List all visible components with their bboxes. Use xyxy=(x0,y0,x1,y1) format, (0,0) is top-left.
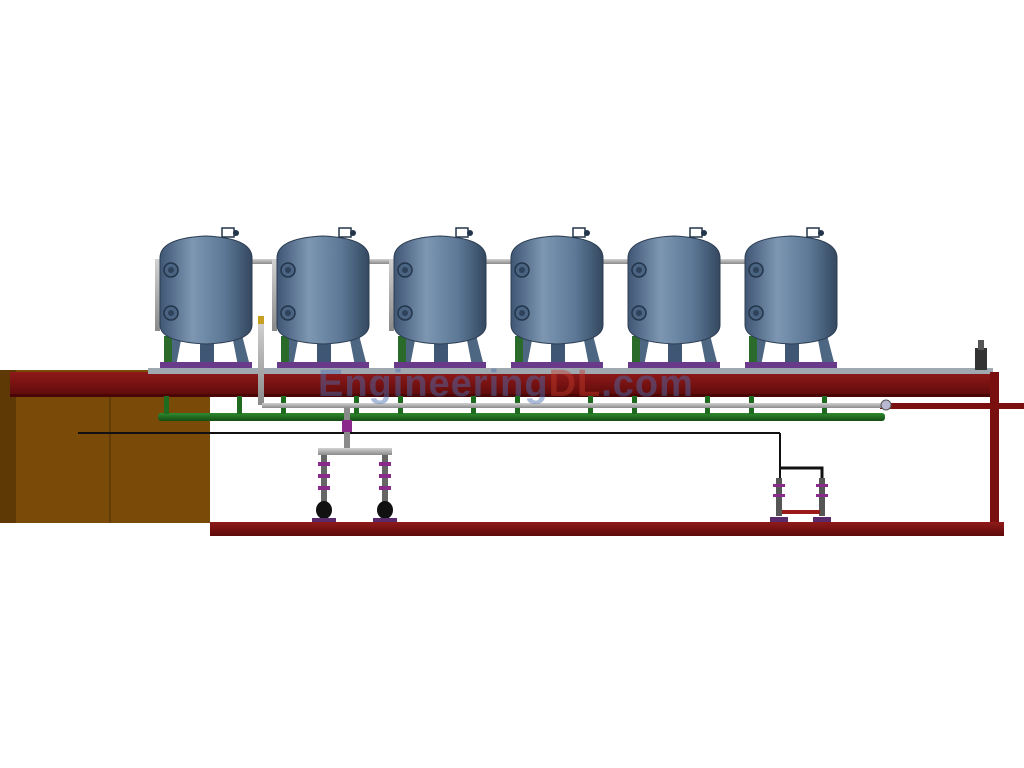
right-support-post xyxy=(880,340,1024,532)
lower-steel-beam xyxy=(210,522,1004,536)
svg-text:EngineeringDL.com: EngineeringDL.com xyxy=(318,363,694,405)
watermark-part-2: DL xyxy=(549,363,602,405)
filter-tank-6 xyxy=(744,227,838,369)
watermark-part-3: .com xyxy=(601,363,694,405)
upper-steel-beam xyxy=(10,368,995,397)
filter-tank-4 xyxy=(510,227,604,369)
watermark-part-1: Engineering xyxy=(318,363,549,405)
drain-line xyxy=(78,432,824,480)
filter-tank xyxy=(159,227,253,368)
backwash-pump-group xyxy=(770,478,831,522)
top-header-pipe xyxy=(155,259,835,405)
feed-pump-group xyxy=(312,408,397,522)
filter-tank-5 xyxy=(627,227,721,369)
filter-tank-3 xyxy=(393,227,487,369)
backwash-pipe xyxy=(262,399,892,411)
filter-tanks xyxy=(159,227,838,369)
watermark: EngineeringDL.com xyxy=(318,363,694,405)
filter-tank-2 xyxy=(276,227,370,369)
